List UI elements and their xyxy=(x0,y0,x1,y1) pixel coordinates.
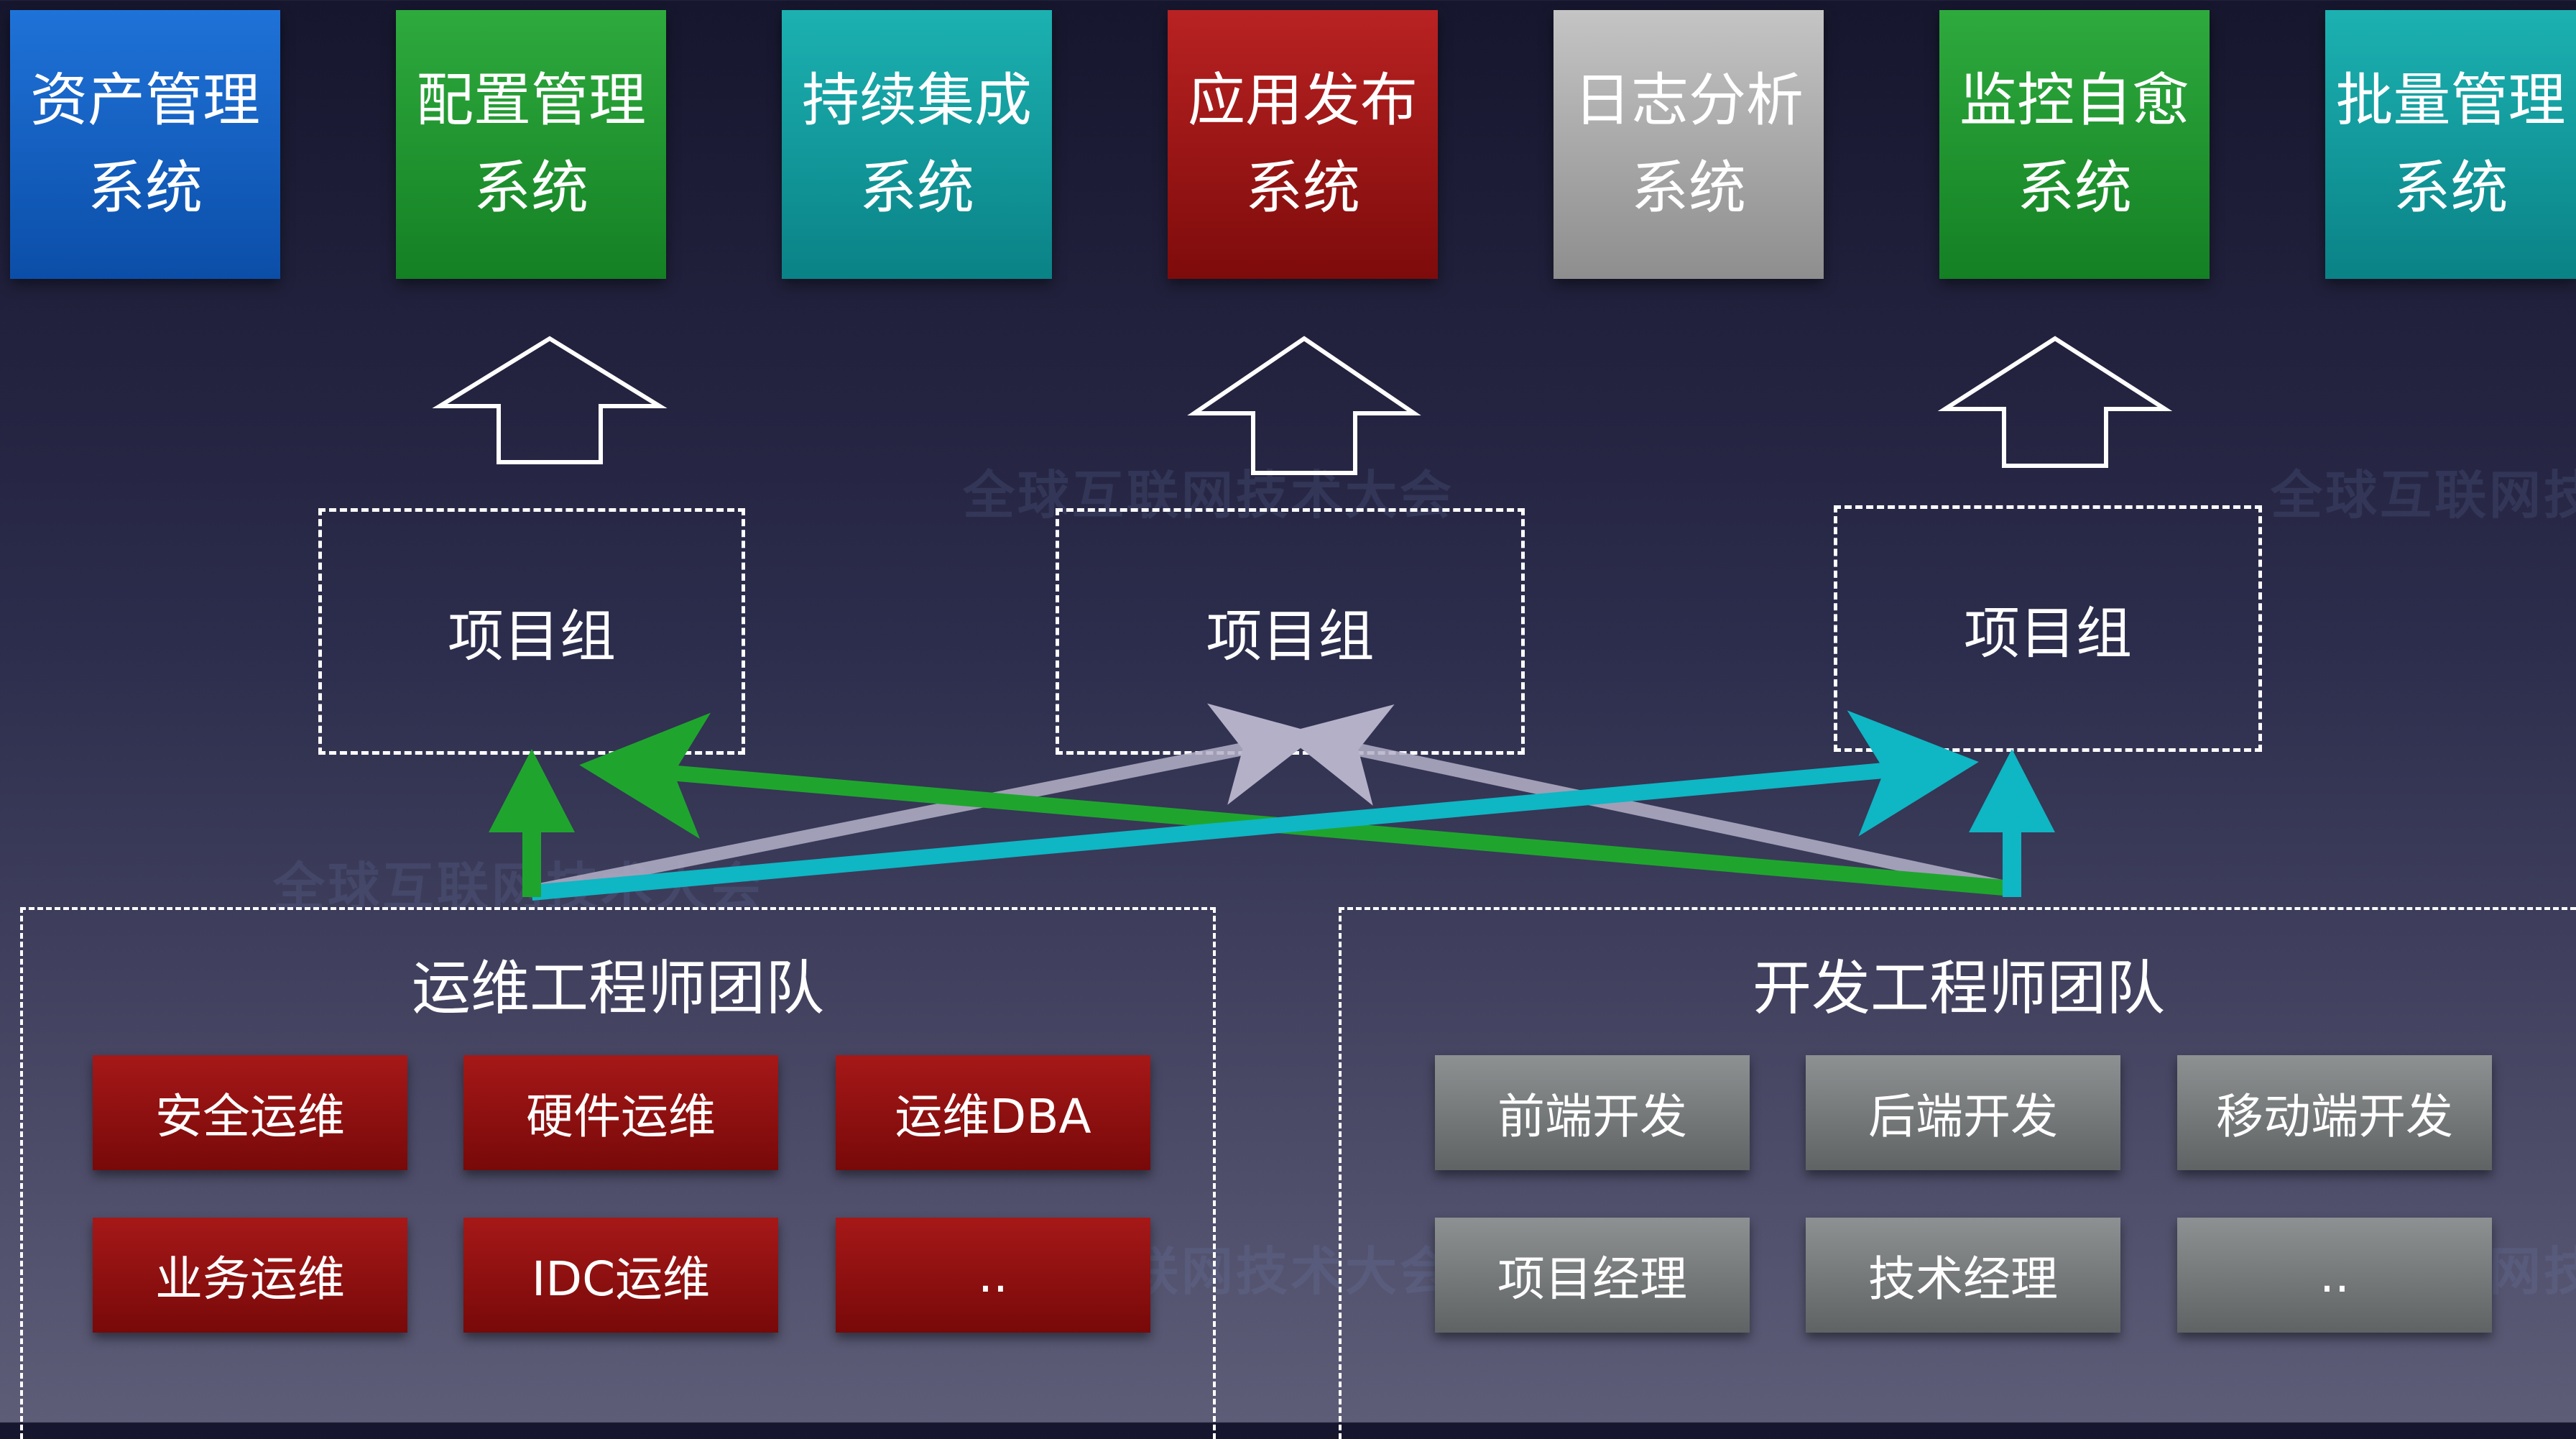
dev-role-tech-manager: 技术经理 xyxy=(1806,1218,2120,1333)
arrow-dev-up-head xyxy=(1969,749,2055,832)
system-box-asset: 资产管理 系统 xyxy=(10,10,280,279)
ops-role-dba: 运维DBA xyxy=(836,1055,1150,1170)
dev-team-title: 开发工程师团队 xyxy=(1752,955,2165,1023)
system-box-log: 日志分析 系统 xyxy=(1554,10,1824,279)
dev-role-backend: 后端开发 xyxy=(1806,1055,2120,1170)
system-label: 监控自愈 xyxy=(1959,67,2189,134)
system-label: 系统 xyxy=(2017,155,2132,221)
system-box-monitor: 监控自愈 系统 xyxy=(1939,10,2210,279)
project-group-label: 项目组 xyxy=(447,604,616,669)
system-label: 系统 xyxy=(1245,155,1360,221)
ops-role-security: 安全运维 xyxy=(93,1055,407,1170)
project-group-label: 项目组 xyxy=(1206,604,1375,669)
system-label: 日志分析 xyxy=(1574,67,1804,134)
project-group-box: 项目组 xyxy=(1834,505,2262,752)
system-box-release: 应用发布 系统 xyxy=(1168,10,1438,279)
project-group-label: 项目组 xyxy=(1963,601,2132,666)
dev-role-mobile: 移动端开发 xyxy=(2177,1055,2492,1170)
dev-team-box: 开发工程师团队 前端开发 后端开发 移动端开发 项目经理 技术经理 .. xyxy=(1339,907,2576,1439)
ops-team-box: 运维工程师团队 安全运维 硬件运维 运维DBA 业务运维 IDC运维 .. xyxy=(20,907,1216,1439)
dev-role-pm: 项目经理 xyxy=(1435,1218,1750,1333)
ops-role-hardware: 硬件运维 xyxy=(463,1055,778,1170)
up-arrow-icon xyxy=(1187,336,1421,475)
up-arrow-icon xyxy=(1937,336,2173,468)
ops-team-title: 运维工程师团队 xyxy=(411,955,824,1023)
arrow-ops-to-right-project xyxy=(531,710,1979,901)
system-box-ci: 持续集成 系统 xyxy=(782,10,1052,279)
system-label: 系统 xyxy=(88,155,203,221)
system-label: 系统 xyxy=(1631,155,1746,221)
arrow-ops-to-middle-project xyxy=(530,703,1319,898)
system-label: 系统 xyxy=(2393,155,2508,221)
up-arrow-icon xyxy=(432,336,668,464)
ops-role-more: .. xyxy=(836,1218,1150,1333)
system-box-batch: 批量管理 系统 xyxy=(2325,10,2576,279)
system-box-config: 配置管理 系统 xyxy=(396,10,666,279)
watermark: 全球互联网技术大会 xyxy=(2271,465,2576,525)
system-label: 应用发布 xyxy=(1188,67,1418,134)
system-label: 持续集成 xyxy=(802,67,1032,134)
dev-role-frontend: 前端开发 xyxy=(1435,1055,1750,1170)
arrow-ops-up-head xyxy=(489,749,575,832)
ops-role-business: 业务运维 xyxy=(93,1218,407,1333)
system-label: 资产管理 xyxy=(30,67,260,134)
system-label: 系统 xyxy=(474,155,588,221)
system-label: 配置管理 xyxy=(416,67,646,134)
arrow-dev-to-middle-project xyxy=(1282,704,2013,895)
system-label: 系统 xyxy=(859,155,974,221)
system-label: 批量管理 xyxy=(2335,67,2566,134)
dev-role-more: .. xyxy=(2177,1218,2492,1333)
watermark: 全球互联网技术大会 xyxy=(963,465,1455,525)
ops-role-idc: IDC运维 xyxy=(463,1218,778,1333)
